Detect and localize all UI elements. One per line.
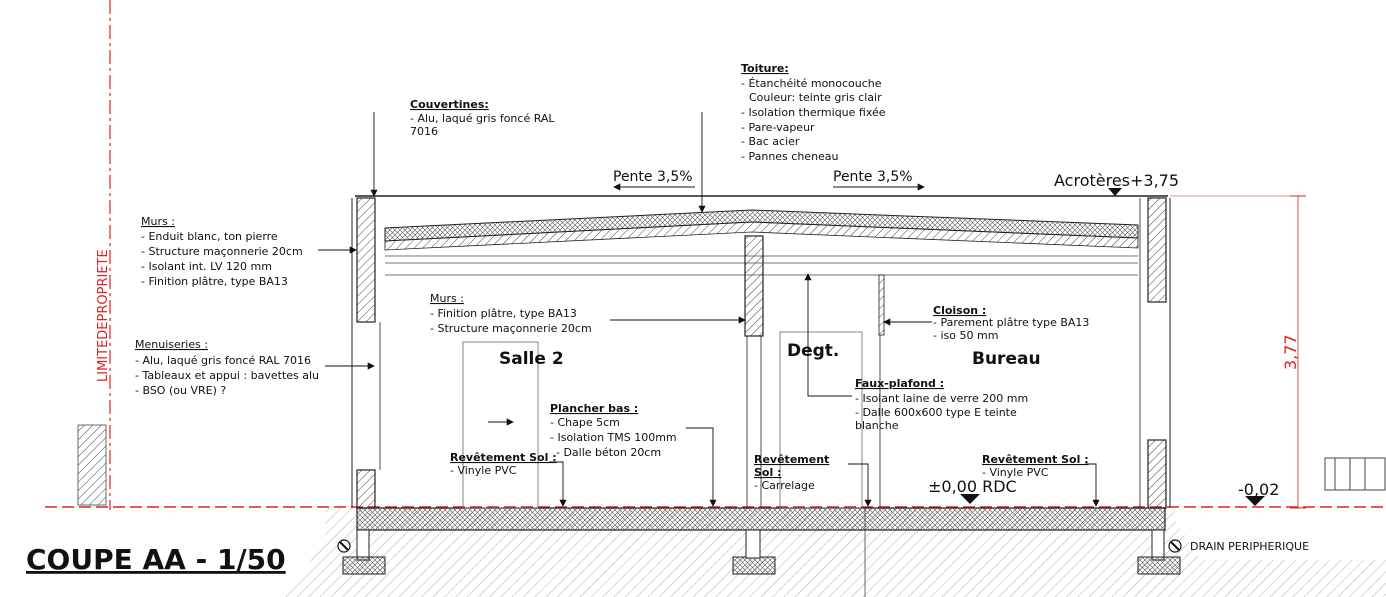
slope-right: Pente 3,5% xyxy=(833,169,913,185)
room-bureau: Bureau xyxy=(972,349,1041,369)
svg-text:blanche: blanche xyxy=(855,419,899,432)
svg-text:- Alu, laqué gris foncé RAL 7: - Alu, laqué gris foncé RAL 7016 xyxy=(135,354,311,367)
svg-text:- iso 50 mm: - iso 50 mm xyxy=(933,329,998,342)
note-revetement-sol-bureau: Revêtement Sol : - Vinyle PVC xyxy=(982,453,1089,479)
svg-text:Revêtement Sol :: Revêtement Sol : xyxy=(450,451,557,464)
note-revetement-sol-salle: Revêtement Sol : - Vinyle PVC xyxy=(450,451,557,477)
note-murs-interieurs: Murs : - Finition plâtre, type BA13 - St… xyxy=(430,292,592,335)
svg-text:Murs :: Murs : xyxy=(141,215,175,228)
leaders xyxy=(318,112,1100,507)
svg-text:- Vinyle PVC: - Vinyle PVC xyxy=(982,466,1049,479)
svg-text:Revêtement Sol :: Revêtement Sol : xyxy=(982,453,1089,466)
slope-left: Pente 3,5% xyxy=(613,169,693,185)
drains xyxy=(337,539,1182,553)
exterior-walls xyxy=(351,197,1171,509)
svg-text:Sol :: Sol : xyxy=(754,466,781,479)
svg-text:- Isolant laine de verre 200 m: - Isolant laine de verre 200 mm xyxy=(855,392,1028,405)
interior-walls xyxy=(462,235,885,597)
svg-text:- Enduit blanc, ton pierre: - Enduit blanc, ton pierre xyxy=(141,230,278,243)
property-limit-label: LIMITEDEPROPRIETE xyxy=(96,249,111,382)
note-menuiseries: Menuiseries : - Alu, laqué gris foncé RA… xyxy=(135,338,319,397)
svg-text:- Isolation thermique fixée: - Isolation thermique fixée xyxy=(741,106,886,119)
note-toiture: Toiture: - Étanchéité monocouche Couleur… xyxy=(741,62,886,163)
svg-text:- Étanchéité monocouche: - Étanchéité monocouche xyxy=(741,77,882,90)
svg-text:- Pare-vapeur: - Pare-vapeur xyxy=(741,121,815,134)
svg-text:Couleur: teinte gris clair: Couleur: teinte gris clair xyxy=(749,91,882,104)
note-plancher-bas: Plancher bas : - Chape 5cm - Isolation T… xyxy=(550,402,677,459)
level-rdc: ±0,00 RDC xyxy=(928,477,1017,496)
svg-text:Menuiseries :: Menuiseries : xyxy=(135,338,208,351)
svg-text:- Pannes cheneau: - Pannes cheneau xyxy=(741,150,839,163)
svg-text:- Isolant int. LV 120 mm: - Isolant int. LV 120 mm xyxy=(141,260,272,273)
svg-text:Revêtement: Revêtement xyxy=(754,453,829,466)
note-cloison: Cloison : - Parement plâtre type BA13 - … xyxy=(933,304,1089,342)
note-revetement-sol-degt: Revêtement Sol : - Carrelage xyxy=(754,453,829,492)
drawing-title: COUPE AA - 1/50 xyxy=(26,543,286,576)
exterior-bench xyxy=(1324,457,1386,491)
level-markers xyxy=(960,188,1265,506)
level-acroteres: Acrotères+3,75 xyxy=(1054,171,1179,190)
svg-text:- BSO (ou VRE) ?: - BSO (ou VRE) ? xyxy=(135,384,226,397)
svg-text:Toiture:: Toiture: xyxy=(741,62,789,75)
svg-text:- Dalle 600x600 type E teinte: - Dalle 600x600 type E teinte xyxy=(855,406,1017,419)
svg-text:Cloison :: Cloison : xyxy=(933,304,986,317)
svg-text:- Structure maçonnerie 20cm: - Structure maçonnerie 20cm xyxy=(141,245,303,258)
svg-text:Couvertines:: Couvertines: xyxy=(410,98,489,111)
svg-text:- Vinyle PVC: - Vinyle PVC xyxy=(450,464,517,477)
note-faux-plafond: Faux-plafond : - Isolant laine de verre … xyxy=(855,377,1028,432)
height-dimension-label: 3,77 xyxy=(1281,334,1300,370)
note-murs-exterieurs: Murs : - Enduit blanc, ton pierre - Stru… xyxy=(141,215,303,288)
svg-text:- Carrelage: - Carrelage xyxy=(754,479,815,492)
svg-text:Faux-plafond :: Faux-plafond : xyxy=(855,377,944,390)
svg-text:- Structure maçonnerie 20cm: - Structure maçonnerie 20cm xyxy=(430,322,592,335)
svg-text:7016: 7016 xyxy=(410,125,438,138)
room-degt: Degt. xyxy=(787,341,839,361)
drain-label: DRAIN PERIPHERIQUE xyxy=(1190,540,1309,553)
svg-text:Plancher bas :: Plancher bas : xyxy=(550,402,638,415)
svg-text:- Parement plâtre type BA13: - Parement plâtre type BA13 xyxy=(933,316,1089,329)
height-dimension xyxy=(1170,195,1306,509)
svg-text:- Tableaux et appui : bavette: - Tableaux et appui : bavettes alu xyxy=(135,369,319,382)
svg-text:- Dalle béton 20cm: - Dalle béton 20cm xyxy=(556,446,661,459)
room-salle-2: Salle 2 xyxy=(499,349,564,369)
svg-text:- Isolation TMS 100mm: - Isolation TMS 100mm xyxy=(550,431,677,444)
svg-text:- Bac acier: - Bac acier xyxy=(741,135,800,148)
svg-text:Murs :: Murs : xyxy=(430,292,464,305)
svg-text:- Finition plâtre, type BA13: - Finition plâtre, type BA13 xyxy=(141,275,288,288)
note-couvertines: Couvertines: - Alu, laqué gris foncé RAL… xyxy=(410,98,555,138)
svg-text:- Alu, laqué gris foncé RAL: - Alu, laqué gris foncé RAL xyxy=(410,112,555,125)
level-exterior: -0,02 xyxy=(1238,480,1279,499)
svg-text:- Chape 5cm: - Chape 5cm xyxy=(550,416,620,429)
svg-text:- Finition plâtre, type BA13: - Finition plâtre, type BA13 xyxy=(430,307,577,320)
